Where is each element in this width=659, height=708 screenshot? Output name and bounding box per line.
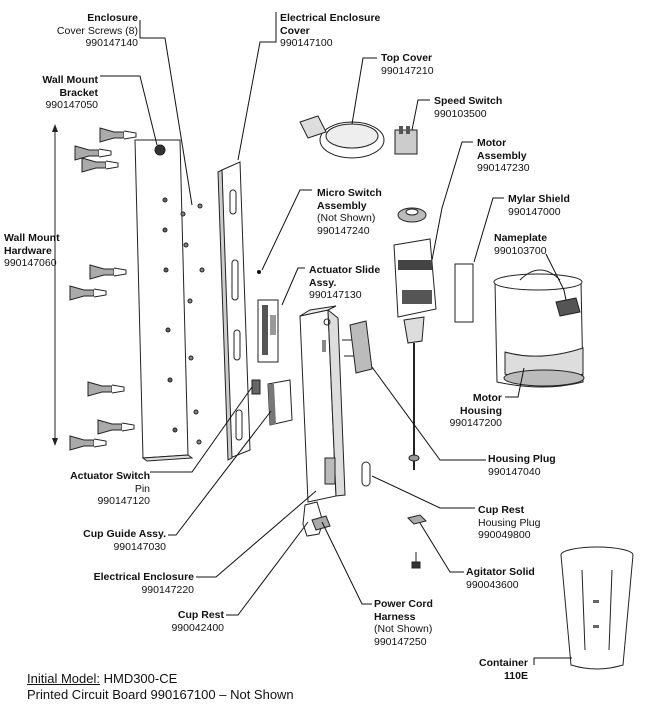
initial-model-label: Initial Model: xyxy=(27,671,100,686)
initial-model-line: Initial Model: HMD300-CE xyxy=(27,671,177,687)
top-cover-drawing xyxy=(299,115,385,159)
label-motor-assembly: Motor Assembly 990147230 xyxy=(477,137,530,174)
label-enclosure-cover-screws: Enclosure Cover Screws (8) 990147140 xyxy=(56,12,138,49)
cup-rest-drawing xyxy=(302,501,331,537)
actuator-pin-and-cup-guide-drawing xyxy=(251,379,293,426)
pcb-note: Printed Circuit Board 990167100 – Not Sh… xyxy=(27,687,294,702)
initial-model-value: HMD300-CE xyxy=(99,671,178,686)
label-mylar-shield: Mylar Shield 990147000 xyxy=(508,193,570,218)
electrical-enclosure-cover-drawing xyxy=(217,161,251,461)
label-top-cover: Top Cover 990147210 xyxy=(381,52,434,77)
label-power-cord-harness: Power Cord Harness (Not Shown) 990147250 xyxy=(374,598,433,648)
speed-switch-drawing xyxy=(394,126,418,155)
actuator-slide-drawing xyxy=(257,299,279,363)
label-wall-mount-hardware: Wall Mount Hardware 990147060 xyxy=(4,232,60,269)
agitator-solid-drawing xyxy=(411,552,421,569)
label-nameplate: Nameplate 990103700 xyxy=(494,232,548,257)
label-actuator-slide: Actuator Slide Assy. 990147130 xyxy=(309,264,381,301)
label-speed-switch: Speed Switch 990103500 xyxy=(434,95,503,120)
label-cup-rest: Cup Rest 990042400 xyxy=(171,609,224,634)
enclosure-cover-screws xyxy=(180,203,205,445)
leader-lines xyxy=(100,12,572,665)
label-housing-plug: Housing Plug 990147040 xyxy=(488,453,556,478)
mylar-shield-drawing xyxy=(454,263,474,323)
motor-housing-drawing xyxy=(493,269,585,388)
label-container: Container 110E xyxy=(478,657,528,682)
label-agitator-solid: Agitator Solid 990043600 xyxy=(466,566,535,591)
motor-assembly-drawing xyxy=(393,207,437,470)
electrical-enclosure-drawing xyxy=(299,305,346,503)
wall-mount-hardware-screws xyxy=(69,127,137,451)
wall-mount-bracket-drawing xyxy=(134,139,194,462)
housing-plug-drawing xyxy=(342,320,373,374)
container-drawing xyxy=(560,546,634,670)
label-cup-rest-housing-plug: Cup Rest Housing Plug 990049800 xyxy=(478,504,541,541)
label-motor-housing: Motor Housing 990147200 xyxy=(449,392,502,429)
label-electrical-enclosure: Electrical Enclosure 990147220 xyxy=(93,571,194,596)
small-plug-drawing xyxy=(407,514,427,525)
label-wall-mount-bracket: Wall Mount Bracket 990147050 xyxy=(42,74,98,111)
label-actuator-switch: Actuator Switch Pin 990147120 xyxy=(70,470,150,507)
label-cup-guide: Cup Guide Assy. 990147030 xyxy=(83,528,166,553)
label-electrical-enclosure-cover: Electrical Enclosure Cover 990147100 xyxy=(280,12,381,49)
cup-rest-housing-plug-drawing xyxy=(361,461,371,487)
label-micro-switch-assembly: Micro Switch Assembly (Not Shown) 990147… xyxy=(317,187,382,237)
